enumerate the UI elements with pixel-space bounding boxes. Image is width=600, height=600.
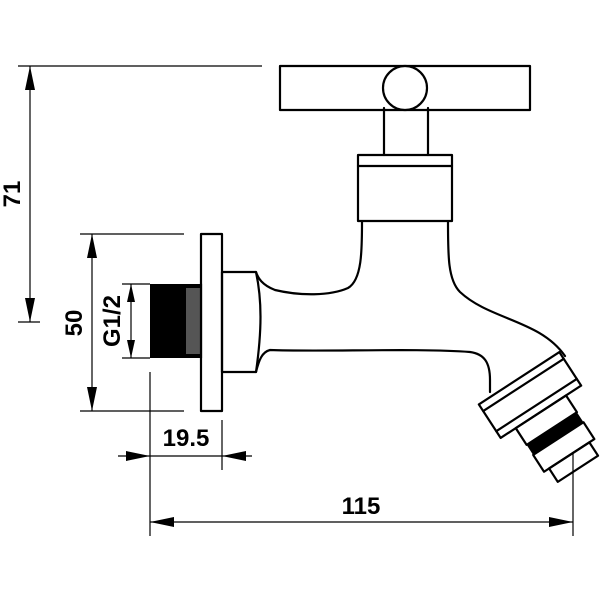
faucet-part [150, 64, 600, 483]
dimension-flange-height: 50 [61, 233, 184, 412]
arrow-up-g12 [127, 284, 135, 302]
valve-stem [382, 106, 430, 157]
bonnet-nut [356, 153, 454, 223]
dim-label-50: 50 [61, 310, 88, 337]
arrow-up-50 [87, 234, 97, 258]
arrow-down-71 [25, 298, 35, 322]
dimension-thread-length: 19.5 [118, 372, 252, 470]
nozzle-nut-band-2 [495, 377, 578, 433]
arrow-up-71 [25, 66, 35, 90]
thread-core [186, 288, 201, 354]
dimension-thread-size: G1/2 [99, 283, 150, 359]
arrow-left-115 [150, 517, 174, 527]
faucet-body-outline [220, 220, 567, 394]
arrow-right-115 [549, 517, 573, 527]
arrow-down-g12 [127, 340, 135, 358]
arrow-right-19-5 [126, 451, 150, 461]
dimension-height-total: 71 [0, 65, 262, 323]
dim-label-g12: G1/2 [99, 295, 126, 347]
dim-label-71: 71 [0, 181, 26, 208]
nozzle-end [547, 441, 600, 483]
arrow-down-50 [87, 387, 97, 411]
dim-label-19-5: 19.5 [163, 425, 210, 452]
dim-label-115: 115 [342, 493, 381, 520]
hose-nozzle [477, 350, 600, 483]
dimension-overall-length: 115 [149, 452, 574, 536]
handle-hub [381, 64, 429, 112]
arrow-left-19-5 [222, 451, 246, 461]
nozzle-ring [526, 412, 584, 455]
nozzle-nut-band-1 [482, 357, 565, 413]
wall-flange [199, 232, 224, 413]
body-neck-detail [254, 270, 262, 374]
